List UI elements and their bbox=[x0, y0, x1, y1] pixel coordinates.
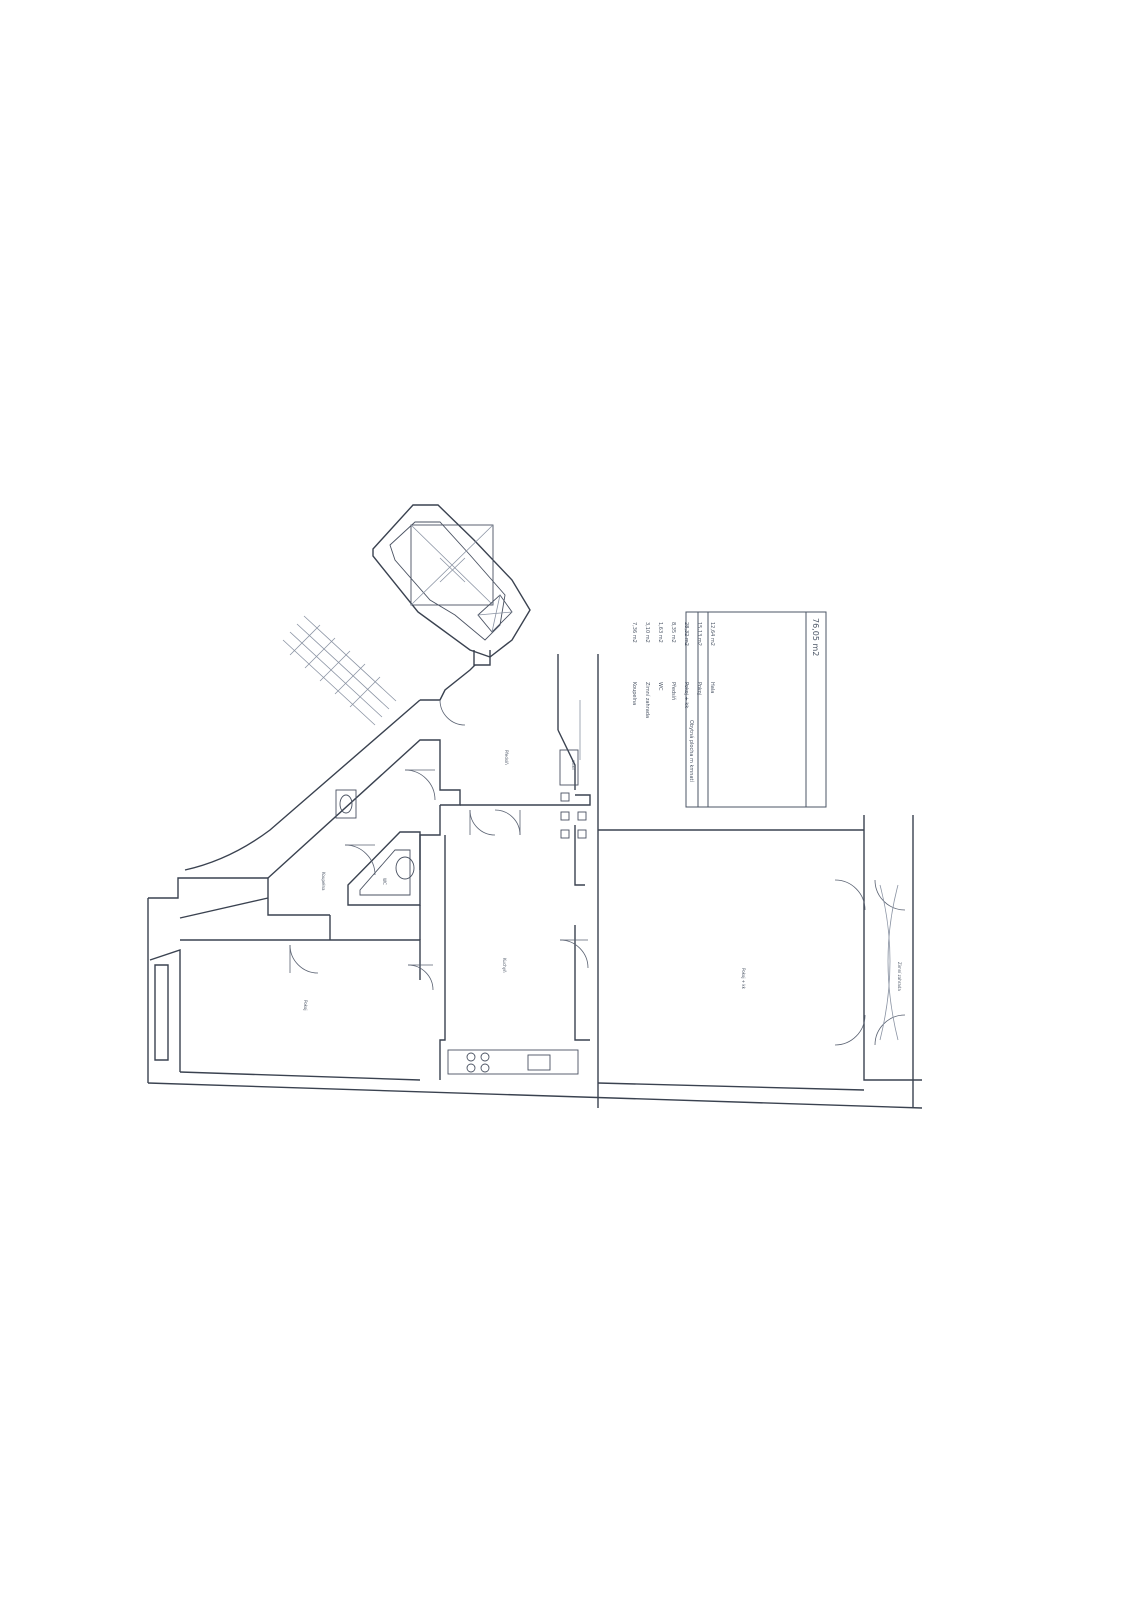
area-table-label: Pokoj + kk bbox=[683, 682, 689, 708]
area-table-title: Obytná plocha m kmnatí bbox=[688, 720, 695, 782]
area-table-label: Koupelna bbox=[631, 682, 637, 705]
fixtures bbox=[335, 700, 581, 1075]
area-table-label: Zimní zahrada bbox=[644, 682, 651, 718]
area-table-rows: 12,64 m2 Hala 15,13 m2 Pokoj 28,32 m2 Pokoj +… bbox=[631, 622, 715, 718]
area-table: 76,05 m2 12,64 m2 Hala 15,13 m2 Pokoj 28,32 … bbox=[631, 611, 827, 808]
doors bbox=[289, 699, 906, 1046]
room-label-wc: WC bbox=[382, 878, 387, 885]
area-table-value: 15,13 m2 bbox=[696, 622, 702, 646]
area-table-value: 28,32 m2 bbox=[683, 622, 689, 646]
area-table-value: 1,63 m2 bbox=[657, 622, 663, 643]
room-label-living-room: Pokoj bbox=[303, 1000, 308, 1010]
area-table-value: 12,64 m2 bbox=[709, 622, 715, 646]
room-label-balcony: Zimní zahrada bbox=[897, 962, 902, 991]
room-label-stair-hall: Předsíň bbox=[504, 750, 509, 765]
area-table-total: 76,05 m2 bbox=[811, 618, 820, 656]
entrance-steps bbox=[282, 615, 397, 726]
area-table-value: 8,35 m2 bbox=[670, 622, 676, 643]
area-table-label: Pokoj bbox=[696, 682, 702, 695]
room-label-bath: Koupelna bbox=[321, 872, 326, 891]
area-table-value: 3,10 m2 bbox=[644, 622, 650, 643]
area-table-value: 7,36 m2 bbox=[631, 622, 637, 643]
room-label-bedroom: Pokoj + kk bbox=[741, 968, 746, 990]
room-label-storage: Sklad bbox=[571, 760, 575, 770]
stair-tower bbox=[372, 504, 559, 730]
area-table-label: Předsíň bbox=[670, 682, 677, 700]
area-table-label: WC bbox=[657, 682, 663, 691]
room-labels: Předsíň Koupelna WC Pokoj Kuchyň Pokoj +… bbox=[303, 750, 902, 1010]
area-table-label: Hala bbox=[709, 682, 715, 693]
room-label-kitchen: Kuchyň bbox=[502, 958, 507, 973]
interior-walls bbox=[267, 664, 865, 1091]
